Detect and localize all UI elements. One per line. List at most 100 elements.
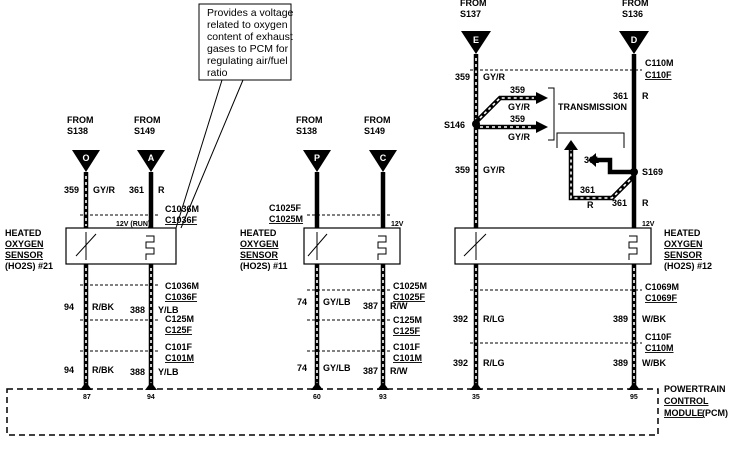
pcm-box	[6, 388, 659, 436]
transmission-label: TRANSMISSION	[558, 102, 627, 112]
w388a-color: Y/LB	[158, 305, 179, 315]
c101a-f: C101M	[165, 353, 194, 363]
triangle-a-letter: A	[148, 153, 155, 163]
triangle-d-letter: D	[631, 35, 638, 45]
w388a-num: 388	[130, 305, 145, 315]
sensor-11-l4: (HO2S) #11	[240, 261, 288, 271]
c1025bot-m: C1025M	[393, 281, 427, 291]
c110bot-f: C110M	[645, 343, 674, 353]
sensor-11-vlabel: 12V	[391, 221, 404, 228]
w359top-num: 359	[455, 72, 470, 82]
c125a-f: C125F	[165, 325, 193, 335]
source-d-from: FROM	[622, 0, 649, 8]
c101b-m: C101F	[393, 342, 421, 352]
w387a-color: R/W	[390, 301, 408, 311]
c101a-m: C101F	[165, 342, 193, 352]
c1025top-f: C1025M	[269, 214, 303, 224]
c125b-f: C125F	[393, 326, 421, 336]
pin-35: 35	[472, 394, 480, 401]
w359br2-color: GY/R	[508, 132, 531, 142]
w74a-color: GY/LB	[323, 297, 351, 307]
pcm-l3: MODULE	[664, 408, 703, 418]
w94b-color: R/BK	[92, 365, 114, 375]
pin-94: 94	[147, 394, 155, 401]
w359low-num: 359	[455, 165, 470, 175]
w387b-color: R/W	[390, 366, 408, 376]
w361a-color: R	[158, 185, 165, 195]
source-a-from: FROM	[134, 115, 161, 125]
callout-line-3: content of exhaust	[207, 31, 293, 43]
pin-60: 60	[313, 394, 321, 401]
w361low-num: 361	[612, 198, 627, 208]
w359a-num: 359	[64, 185, 79, 195]
source-triangles: O A P C E D	[72, 31, 649, 172]
w392b-color: R/LG	[483, 358, 505, 368]
pcm-l2: CONTROL	[664, 396, 709, 406]
pcm-l1: POWERTRAIN	[664, 384, 726, 394]
pin-87: 87	[83, 394, 91, 401]
w361top-num: 361	[613, 91, 628, 101]
c1025bot-f: C1025F	[393, 292, 426, 302]
pin-arrows	[80, 382, 640, 390]
triangle-e-letter: E	[473, 35, 479, 45]
sensor-12-vlabel: 12V	[642, 221, 655, 228]
c1036top-m: C1036M	[165, 204, 199, 214]
source-a-splice: S149	[134, 126, 155, 136]
pcm-pins: 87 94 60 93 35 95	[83, 394, 638, 401]
connector-labels: C1036M C1036F C1036M C1036F C125M C125F …	[165, 58, 679, 363]
w361br2-num: 361	[580, 185, 595, 195]
triangle-p-letter: P	[314, 153, 320, 163]
w361top-color: R	[642, 91, 649, 101]
c1069-m: C1069M	[645, 282, 679, 292]
w74a-num: 74	[297, 297, 307, 307]
splice-s169-dot	[630, 168, 638, 176]
sensor-21-l4: (HO2S) #21	[5, 261, 53, 271]
callout: Provides a voltage related to oxygen con…	[175, 3, 294, 229]
c1036bot-m: C1036M	[165, 281, 199, 291]
source-c-from: FROM	[364, 115, 391, 125]
c125b-m: C125M	[393, 315, 422, 325]
c1036bot-f: C1036F	[165, 292, 198, 302]
sensor-21-vlabel: 12V (RUN)	[116, 221, 150, 228]
w387b-num: 387	[363, 366, 378, 376]
w361br2-color: R	[587, 200, 594, 210]
c110top-f: C110F	[645, 70, 672, 80]
w392a-num: 392	[453, 314, 468, 324]
c1069-f: C1069F	[645, 293, 678, 303]
sensor-box-12: 12V	[454, 221, 655, 265]
source-p-splice: S138	[296, 126, 317, 136]
w388b-num: 388	[130, 367, 145, 377]
callout-line-6: ratio	[207, 67, 228, 79]
pcm-l4: (PCM)	[702, 408, 728, 418]
pcm-label: POWERTRAIN CONTROL MODULE (PCM)	[664, 384, 728, 418]
w359br2-num: 359	[510, 114, 525, 124]
sensor-labels: HEATED OXYGEN SENSOR (HO2S) #21 HEATED O…	[5, 228, 712, 271]
callout-line-1: Provides a voltage	[207, 7, 294, 19]
source-e-from: FROM	[460, 0, 487, 8]
w359a-color: GY/R	[93, 185, 116, 195]
callout-line-5: regulating air/fuel	[207, 55, 288, 67]
sensor-box-21: 12V (RUN)	[65, 221, 177, 265]
triangle-e-icon	[461, 31, 491, 54]
sensor-21-l1: HEATED	[5, 228, 42, 238]
c101b-f: C101M	[393, 353, 422, 363]
triangle-o-icon	[72, 150, 100, 172]
splice-s169-label: S169	[642, 167, 663, 177]
w389a-color: W/BK	[642, 314, 666, 324]
triangle-d-icon	[619, 31, 649, 54]
source-d-splice: S136	[622, 9, 643, 19]
c125a-m: C125M	[165, 314, 194, 324]
sensor-12-l4: (HO2S) #12	[664, 261, 712, 271]
w359top-color: GY/R	[483, 72, 506, 82]
c1036top-f: C1036F	[165, 215, 198, 225]
sensor-11-l1: HEATED	[240, 228, 277, 238]
source-o-splice: S138	[67, 126, 88, 136]
sensor-box-11: 12V	[303, 221, 404, 265]
w359br1-num: 359	[510, 85, 525, 95]
wire-labels: 359 GY/R 361 R 94 R/BK 388 Y/LB 94 R/BK …	[64, 72, 666, 377]
source-e-splice: S137	[460, 9, 481, 19]
w361low-color: R	[642, 198, 649, 208]
pin-95: 95	[630, 394, 638, 401]
sensor-21-l2: OXYGEN	[5, 239, 44, 249]
wire-runs	[83, 54, 637, 390]
